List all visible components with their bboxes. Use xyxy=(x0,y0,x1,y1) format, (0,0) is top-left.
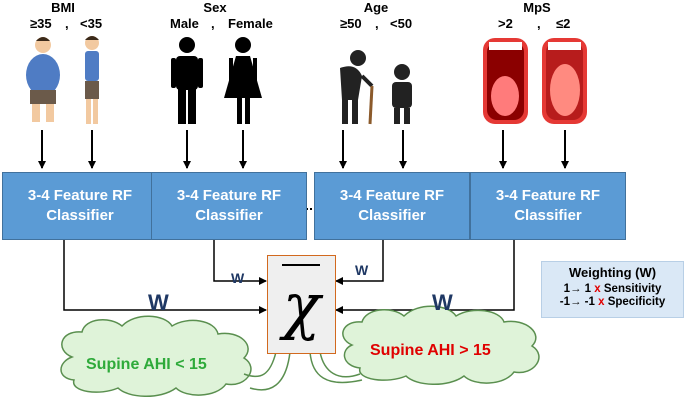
classifier-age: 3-4 Feature RF Classifier xyxy=(314,172,470,240)
legend-row-sensitivity: 1→ 1 x Sensitivity xyxy=(542,283,683,295)
mouth-mallampati-high-icon xyxy=(483,38,528,124)
mps-high-label: >2 xyxy=(498,16,513,31)
classifier-sex-line1: 3-4 Feature RF xyxy=(176,187,282,204)
age-sep: , xyxy=(375,16,379,31)
mps-sep: , xyxy=(537,16,541,31)
weight-connectors xyxy=(63,239,515,314)
legend-row1-suffix: Sensitivity xyxy=(600,283,662,295)
legend-row2-suffix: Specificity xyxy=(604,296,666,308)
legend-row1-prefix: 1→ 1 xyxy=(563,283,595,295)
weight-label-mps: W xyxy=(432,290,453,315)
classifier-mps-line1: 3-4 Feature RF xyxy=(495,187,601,204)
classifier-mps-line2: Classifier xyxy=(514,207,582,224)
classifier-bmi-line1: 3-4 Feature RF xyxy=(27,187,133,204)
sex-female-label: Female xyxy=(228,16,273,31)
input-arrows xyxy=(38,130,569,169)
young-person-icon xyxy=(392,64,412,124)
age-high-label: ≥50 xyxy=(340,16,362,31)
bmi-low-label: <35 xyxy=(80,16,103,31)
obese-person-icon xyxy=(26,37,60,122)
mps-low-label: ≤2 xyxy=(556,16,571,31)
left-cloud-label: Supine AHI < 15 xyxy=(86,356,207,373)
legend-title: Weighting (W) xyxy=(568,265,657,280)
classifier-sex: 3-4 Feature RF Classifier xyxy=(151,172,307,240)
male-icon xyxy=(171,37,203,124)
classifier-age-line2: Classifier xyxy=(358,207,426,224)
slim-person-icon xyxy=(85,36,99,124)
classifier-bmi: 3-4 Feature RF Classifier xyxy=(2,172,158,240)
classifier-mps: 3-4 Feature RF Classifier xyxy=(470,172,626,240)
weight-label-bmi: W xyxy=(148,290,169,315)
legend-row-specificity: -1→ -1 x Specificity xyxy=(542,296,683,308)
age-title: Age xyxy=(363,0,389,15)
weight-label-sex: W xyxy=(231,270,245,286)
weight-label-age: W xyxy=(355,262,369,278)
left-cloud xyxy=(60,315,252,397)
sex-title: Sex xyxy=(203,0,227,15)
right-cloud-label: Supine AHI > 15 xyxy=(370,342,491,359)
right-cloud xyxy=(342,305,540,385)
aggregation-box: χ xyxy=(267,255,336,354)
cloud-connectors xyxy=(243,351,363,391)
sex-sep: , xyxy=(211,16,215,31)
female-icon xyxy=(224,37,262,124)
mps-title: MpS xyxy=(523,0,551,15)
classifier-bmi-line2: Classifier xyxy=(46,207,114,224)
classifier-age-line1: 3-4 Feature RF xyxy=(339,187,445,204)
legend-row2-prefix: -1→ -1 xyxy=(559,296,599,308)
elderly-person-icon xyxy=(340,50,374,125)
legend-row2-x: x xyxy=(598,296,605,308)
mouth-mallampati-low-icon xyxy=(542,38,587,124)
weighting-legend: Weighting (W) 1→ 1 x Sensitivity -1→ -1 … xyxy=(541,261,684,318)
sex-male-label: Male xyxy=(170,16,199,31)
bmi-high-label: ≥35 xyxy=(30,16,52,31)
chi-symbol: χ xyxy=(282,269,321,342)
chi-overline xyxy=(282,264,320,266)
classifier-sex-line2: Classifier xyxy=(195,207,263,224)
legend-row1-x: x xyxy=(594,283,601,295)
age-low-label: <50 xyxy=(390,16,413,31)
bmi-title: BMI xyxy=(51,0,75,15)
bmi-sep: , xyxy=(65,16,69,31)
